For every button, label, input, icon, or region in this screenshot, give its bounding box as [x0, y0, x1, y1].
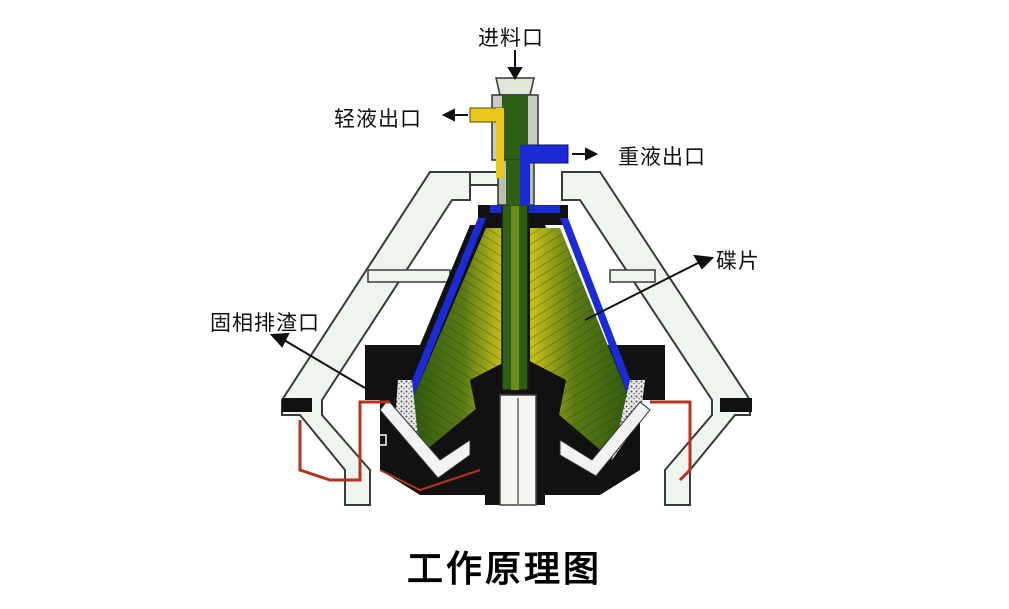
heavy-liquid-pipe: [520, 144, 569, 205]
sludge-space: [379, 380, 651, 479]
label-solids-discharge: 固相排渣口: [210, 311, 320, 335]
label-feed-inlet: 进料口: [478, 26, 544, 50]
light-liquid-pipe: [469, 107, 504, 178]
distributor: [470, 355, 566, 506]
solids-discharge-channel: [298, 400, 692, 492]
label-heavy-liquid-outlet: 重液出口: [618, 145, 706, 169]
label-discs: 碟片: [716, 249, 760, 273]
disc-arrow: [584, 261, 701, 321]
feed-tube: [491, 77, 539, 391]
housing-flanges: [282, 398, 752, 412]
solids-arrow: [283, 339, 366, 389]
arrows: [269, 50, 715, 389]
label-light-liquid-outlet: 轻液出口: [334, 107, 422, 131]
caption-title: 工作原理图: [406, 549, 602, 590]
